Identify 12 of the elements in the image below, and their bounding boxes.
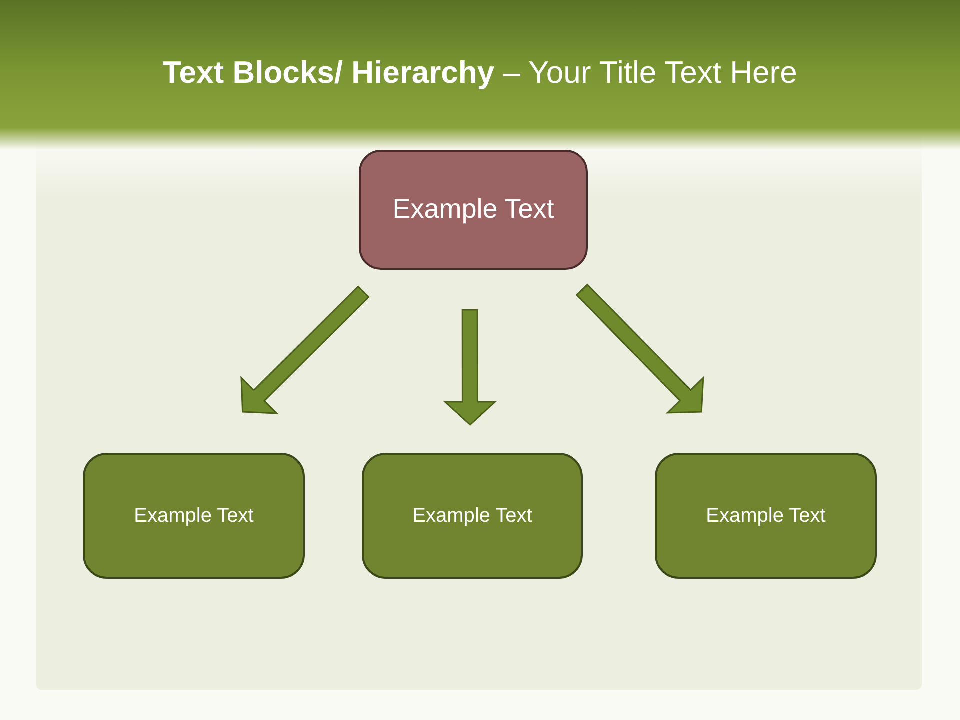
node-text: Example Text	[412, 504, 534, 528]
block-arrow	[443, 309, 498, 426]
rounded-box	[655, 453, 877, 579]
slide-title: Text Blocks/ Hierarchy – Your Title Text Here	[162, 54, 798, 92]
block-arrow	[240, 286, 370, 414]
rounded-box	[83, 453, 305, 579]
rounded-box	[359, 150, 588, 270]
block-arrow	[576, 284, 704, 414]
node-text: Example Text	[705, 504, 827, 528]
node-text: Example Text	[392, 193, 556, 226]
rounded-box	[362, 453, 583, 579]
node-text: Example Text	[133, 504, 255, 528]
